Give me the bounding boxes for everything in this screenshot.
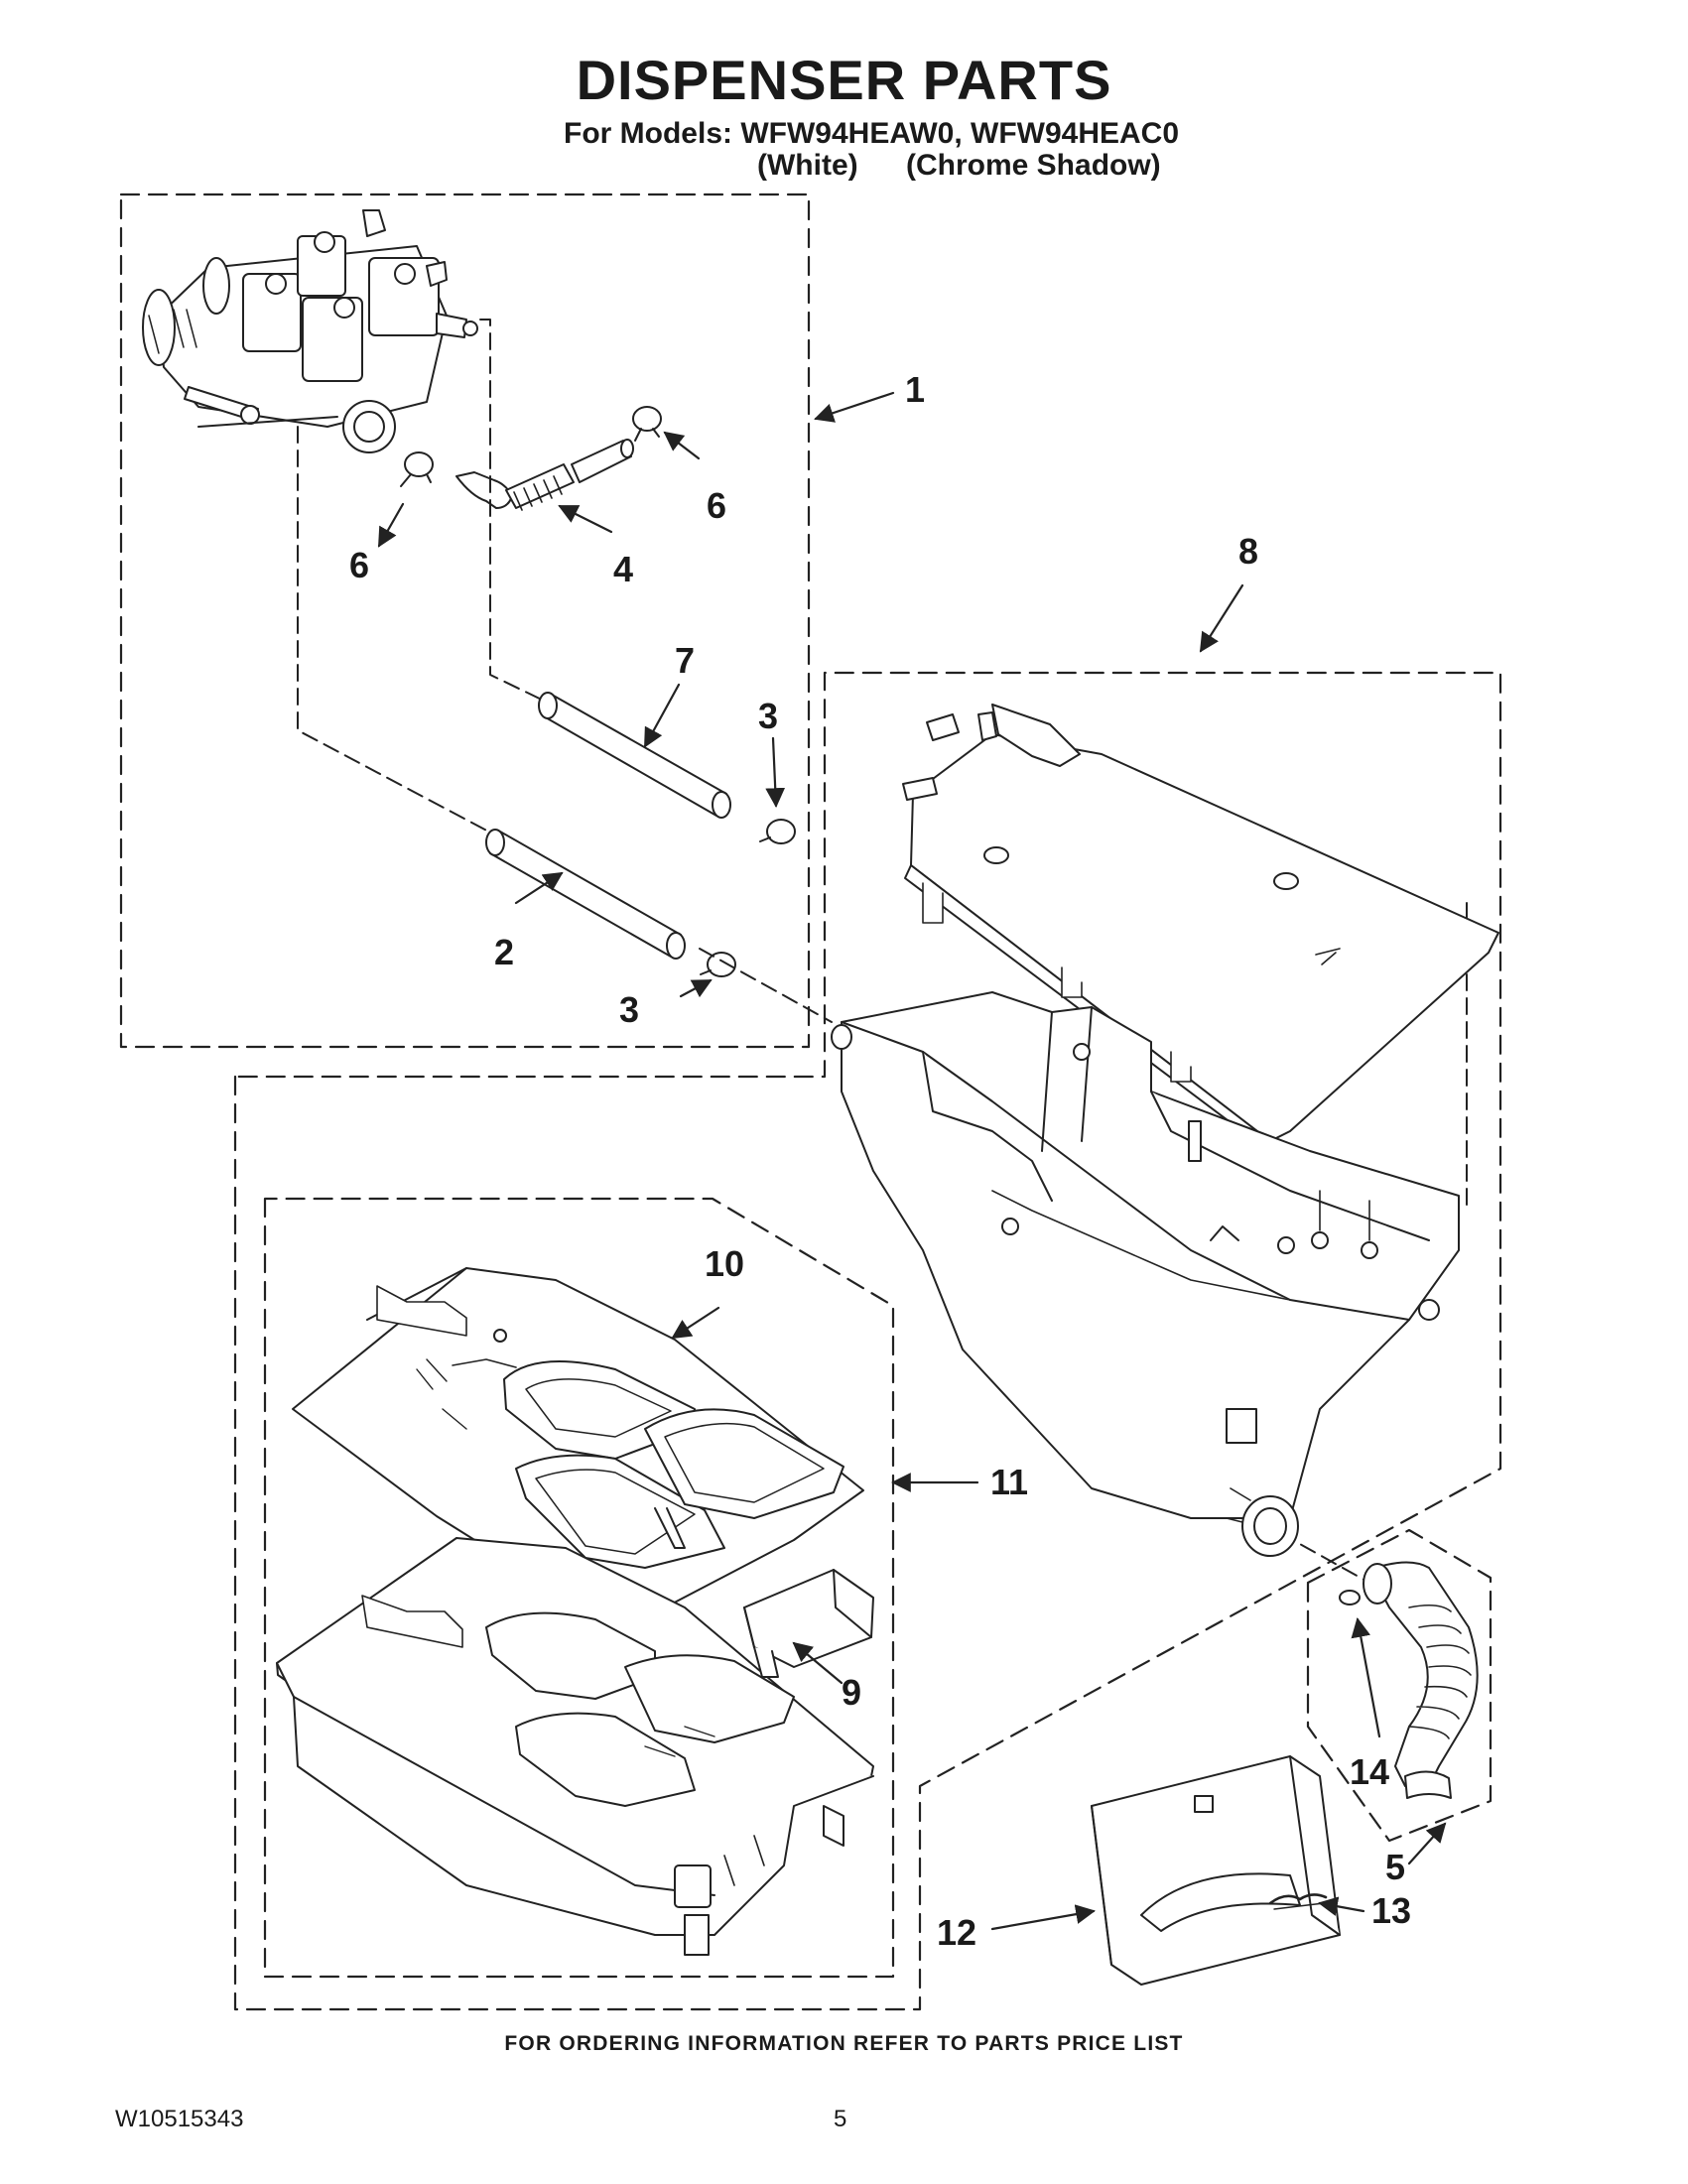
page-title: DISPENSER PARTS — [576, 49, 1112, 111]
variant-chrome: (Chrome Shadow) — [906, 149, 1161, 182]
logo-badge-icon — [1268, 1893, 1328, 1910]
page-number: 5 — [834, 2106, 847, 2132]
callout-4: 4 — [613, 549, 634, 589]
hose-icon — [455, 439, 634, 511]
callout-6-right: 6 — [707, 485, 727, 526]
callout-12: 12 — [937, 1912, 977, 1953]
callout-9: 9 — [842, 1672, 862, 1713]
callout-6-left: 6 — [349, 545, 370, 585]
hose-icon — [538, 692, 731, 819]
leader-arrows — [377, 391, 1447, 1931]
bellows-hose-icon — [1339, 1561, 1479, 1799]
callout-2: 2 — [494, 932, 515, 972]
callout-11: 11 — [990, 1462, 1029, 1502]
callout-3-lower: 3 — [619, 989, 640, 1030]
callout-1: 1 — [905, 369, 926, 410]
housing-group-outline — [233, 671, 1502, 2011]
callout-13: 13 — [1371, 1890, 1412, 1931]
ordering-note: FOR ORDERING INFORMATION REFER TO PARTS … — [504, 2032, 1184, 2055]
models-line: For Models: WFW94HEAW0, WFW94HEAC0 — [564, 117, 1180, 150]
drawer-group-outline — [263, 1197, 895, 1979]
valve-group-outline — [119, 193, 811, 1049]
document-number: W10515343 — [115, 2106, 244, 2132]
clamp-icon — [700, 952, 736, 977]
callout-8: 8 — [1238, 531, 1259, 572]
dispenser-housing-icon — [831, 991, 1460, 1557]
hose-icon — [485, 829, 686, 960]
callout-10: 10 — [705, 1243, 745, 1284]
clamp-icon — [400, 406, 662, 487]
dispenser-drawer-icon — [292, 1267, 864, 1610]
clamp-icon — [759, 819, 796, 844]
dispenser-drawer-icon — [743, 1569, 874, 1678]
variant-white: (White) — [757, 149, 858, 182]
drawer-panel-icon — [1091, 1755, 1341, 1986]
water-valve-icon — [142, 209, 478, 453]
callout-5: 5 — [1385, 1847, 1406, 1887]
group-outlines — [119, 193, 1502, 2011]
dispenser-drawer-icon — [276, 1537, 874, 1956]
hose-group-outline — [1306, 1528, 1493, 1843]
callout-7: 7 — [675, 640, 696, 681]
callout-3-upper: 3 — [758, 696, 779, 736]
callout-14: 14 — [1350, 1751, 1390, 1792]
